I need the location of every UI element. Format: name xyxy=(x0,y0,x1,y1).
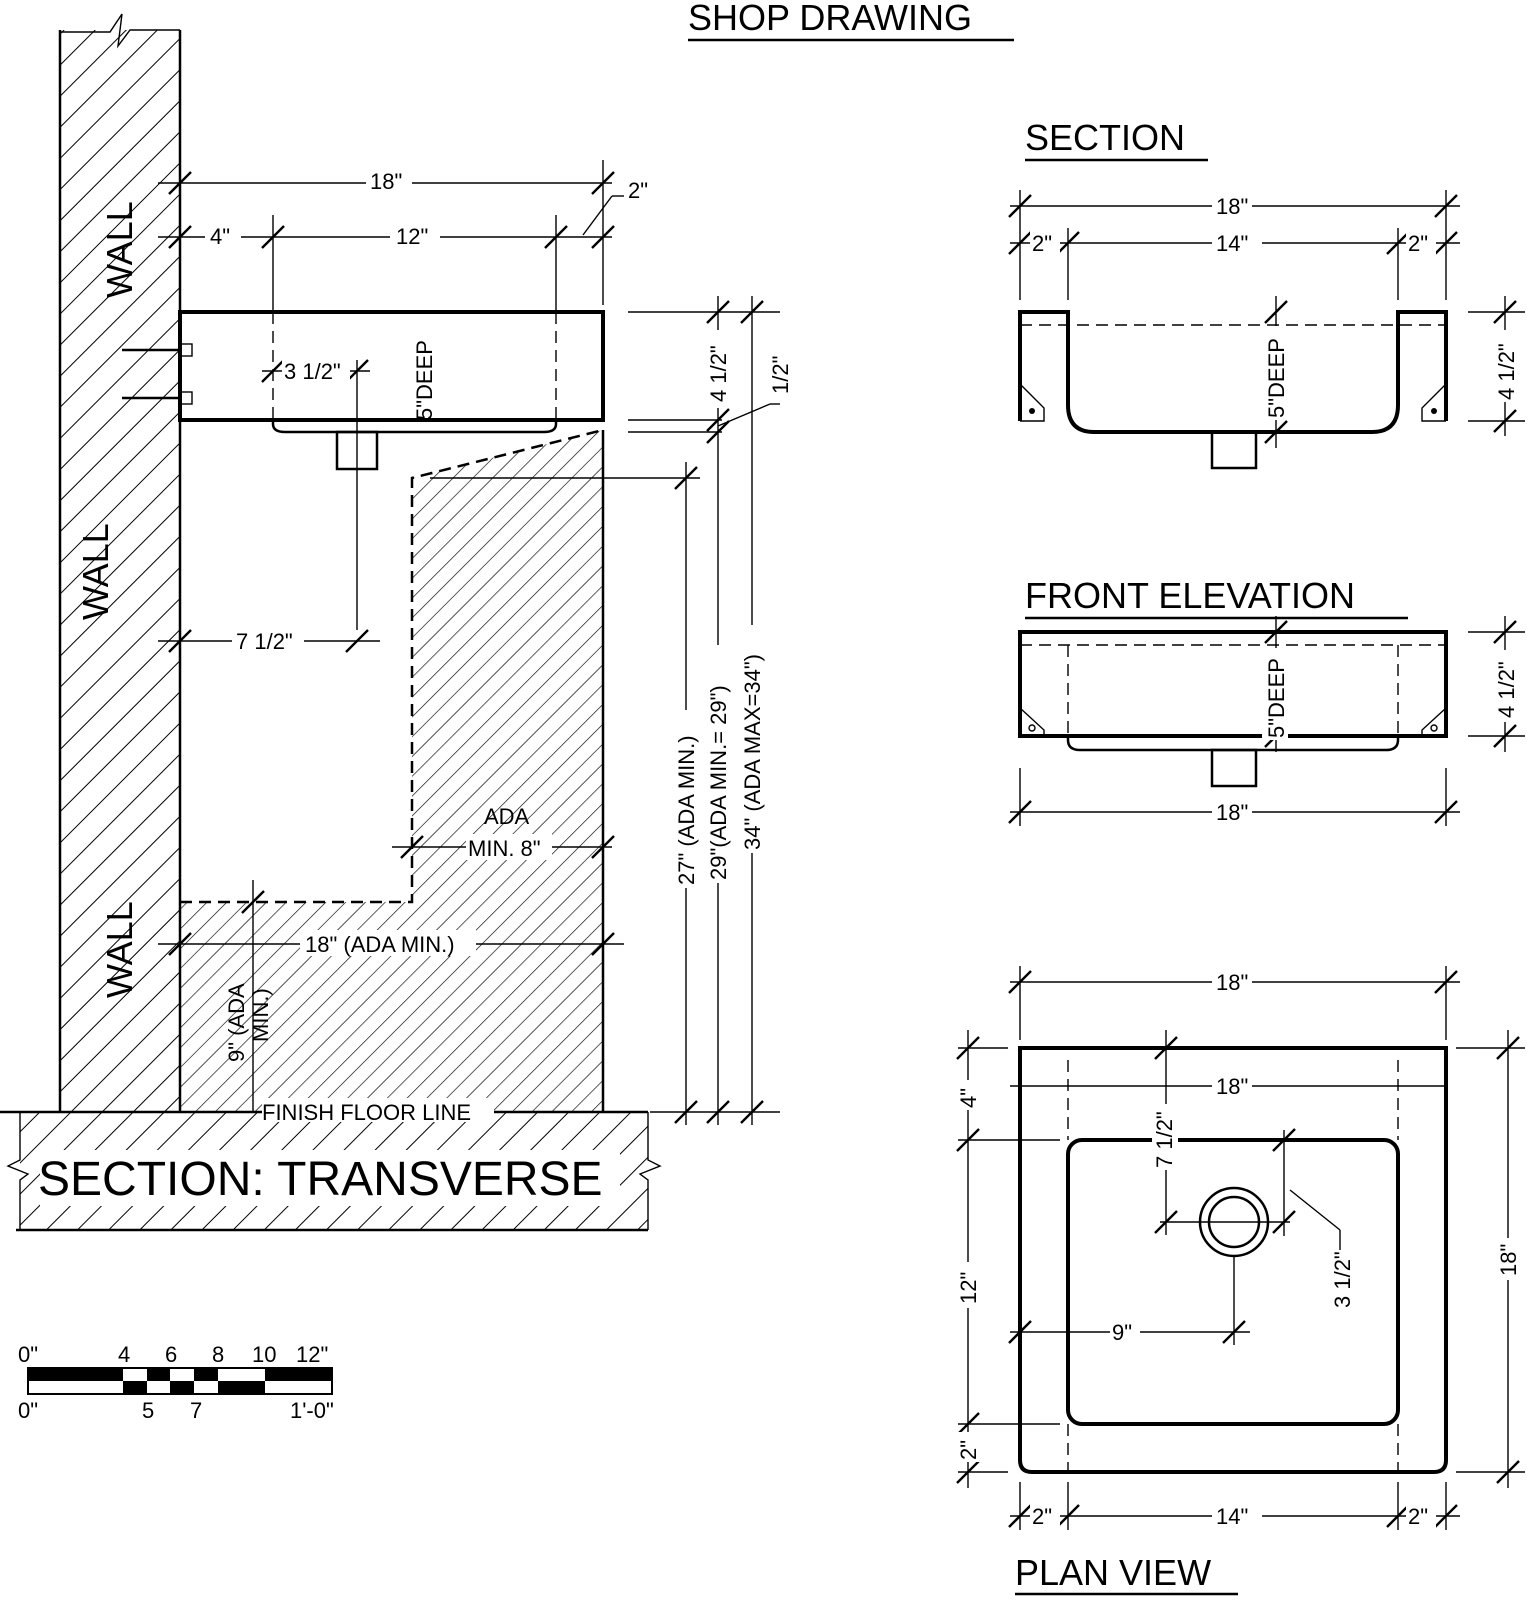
dim-return-2: 2" xyxy=(628,178,648,203)
sink-body-side xyxy=(178,310,605,422)
plan-view: 18" 18" 7 1/2" 3 1/2" 9" xyxy=(955,966,1525,1596)
section-dim-height: 4 1/2" xyxy=(1494,343,1519,400)
section-title-bg xyxy=(40,1150,620,1206)
section-bracket-right xyxy=(1421,383,1447,422)
ada-knee-clearance-zone xyxy=(180,430,603,1112)
front-elevation-dim-overall: 18" xyxy=(1216,800,1248,825)
scale-top-label-0: 0" xyxy=(18,1342,38,1367)
section-bolt-right-icon xyxy=(1431,408,1437,414)
section-drain-tailpiece xyxy=(1210,430,1258,470)
section-deep-label: 5"DEEP xyxy=(1264,338,1289,418)
wall-label-middle: WALL xyxy=(75,523,116,620)
ada-knee-label-line2: MIN. 8" xyxy=(468,836,541,861)
mounting-screw-icon xyxy=(122,343,193,405)
plan-view-title: PLAN VIEW xyxy=(1015,1552,1211,1593)
ada-knee-label-line1: ADA xyxy=(484,804,530,829)
plan-dim-bowl-depth: 12" xyxy=(956,1272,981,1304)
scale-top-label-10: 10 xyxy=(252,1342,276,1367)
sink-bowl-bottom xyxy=(271,420,558,434)
section-view: SECTION 18" 2" 14" 2" 5"DEEP 4 1/2" xyxy=(1007,117,1525,470)
scale-top-label-8: 8 xyxy=(212,1342,224,1367)
plan-dim-bottom-left: 2" xyxy=(1032,1504,1052,1529)
plan-dim-drain-dia: 3 1/2" xyxy=(1330,1251,1355,1308)
ada-clearance-outline xyxy=(180,428,604,904)
section-dim-overall: 18" xyxy=(1216,194,1248,219)
dim-knee-clearance: 27" (ADA MIN.) xyxy=(674,735,699,885)
scale-bottom-label-1ft: 1'-0" xyxy=(290,1398,334,1423)
dim-bowl-12: 12" xyxy=(396,224,428,249)
front-elevation-body xyxy=(1018,630,1448,738)
transverse-deep-label: 5"DEEP xyxy=(412,340,437,420)
dim-overall-18: 18" xyxy=(370,169,402,194)
floor-break-right xyxy=(638,1112,662,1230)
dim-drain-3-5: 3 1/2" xyxy=(284,359,341,384)
wall-label-top: WALL xyxy=(99,201,140,298)
section-dim-right: 2" xyxy=(1408,231,1428,256)
dim-sink-height: 4 1/2" xyxy=(706,345,731,402)
front-elevation-title: FRONT ELEVATION xyxy=(1025,575,1355,616)
dim-toe-depth: 18" (ADA MIN.) xyxy=(305,932,455,957)
wall-hatch xyxy=(60,30,180,1112)
dim-toe-height-line2: MIN.) xyxy=(248,988,273,1042)
plan-dim-drain-from-side: 9" xyxy=(1112,1320,1132,1345)
scale-top-label-4: 4 xyxy=(118,1342,130,1367)
plan-dim-bottom-bowl: 14" xyxy=(1216,1504,1248,1529)
plan-dim-back-ledge: 4" xyxy=(956,1088,981,1108)
dim-rim-max: 34" (ADA MAX=34") xyxy=(740,654,765,850)
section-bolt-left-icon xyxy=(1029,408,1035,414)
front-elevation-dim-height: 4 1/2" xyxy=(1494,661,1519,718)
transverse-title: SECTION: TRANSVERSE xyxy=(38,1153,603,1206)
plan-dim-bottom-right: 2" xyxy=(1408,1504,1428,1529)
front-elevation-deep-label: 5"DEEP xyxy=(1264,658,1289,738)
front-elevation-bowl-bottom xyxy=(1066,736,1400,752)
plan-dim-top: 18" xyxy=(1216,970,1248,995)
plan-dim-overall-depth: 18" xyxy=(1496,1244,1521,1276)
plan-bowl-outline xyxy=(1066,1138,1400,1426)
finish-floor-label: FINISH FLOOR LINE xyxy=(262,1100,471,1125)
plan-sink-outline xyxy=(1018,1046,1448,1474)
plan-dim-drain-from-back: 7 1/2" xyxy=(1152,1111,1177,1168)
scale-bottom-label-7: 7 xyxy=(190,1398,202,1423)
section-bracket-left xyxy=(1019,383,1045,422)
scale-top-label-6: 6 xyxy=(165,1342,177,1367)
section-dim-bowl: 14" xyxy=(1216,231,1248,256)
graphic-scale: 0" 4 6 8 10 12" 0" 5 7 1'-0" xyxy=(18,1342,334,1423)
floor-break-left xyxy=(6,1112,30,1230)
front-elevation-drain xyxy=(1210,748,1258,788)
dim-drain-from-wall: 7 1/2" xyxy=(236,629,293,654)
section-title: SECTION xyxy=(1025,117,1185,158)
wall-break-mark xyxy=(60,13,180,49)
section-sink-profile xyxy=(1018,310,1448,434)
dim-apron-clearance: 29"(ADA MIN.= 29") xyxy=(706,685,731,880)
section-dim-left: 2" xyxy=(1032,231,1052,256)
front-elevation-view: FRONT ELEVATION 5"DEEP 4 1/2" 18" xyxy=(1007,575,1525,826)
scale-top-label-12: 12" xyxy=(296,1342,328,1367)
drawing-title: SHOP DRAWING xyxy=(688,0,972,38)
plan-dim-front-ledge: 2" xyxy=(956,1440,981,1460)
dim-toe-height-line1: 9" (ADA xyxy=(224,983,249,1062)
scale-bottom-label-0: 0" xyxy=(18,1398,38,1423)
wall-label-bottom: WALL xyxy=(99,901,140,998)
dim-wall-offset-4: 4" xyxy=(210,224,230,249)
transverse-section: SECTION: TRANSVERSE WALL WALL WALL 5"DEE… xyxy=(0,13,793,1232)
plan-dim-inner-top: 18" xyxy=(1216,1074,1248,1099)
scale-bottom-label-5: 5 xyxy=(142,1398,154,1423)
dim-rim-half: 1/2" xyxy=(768,356,793,394)
